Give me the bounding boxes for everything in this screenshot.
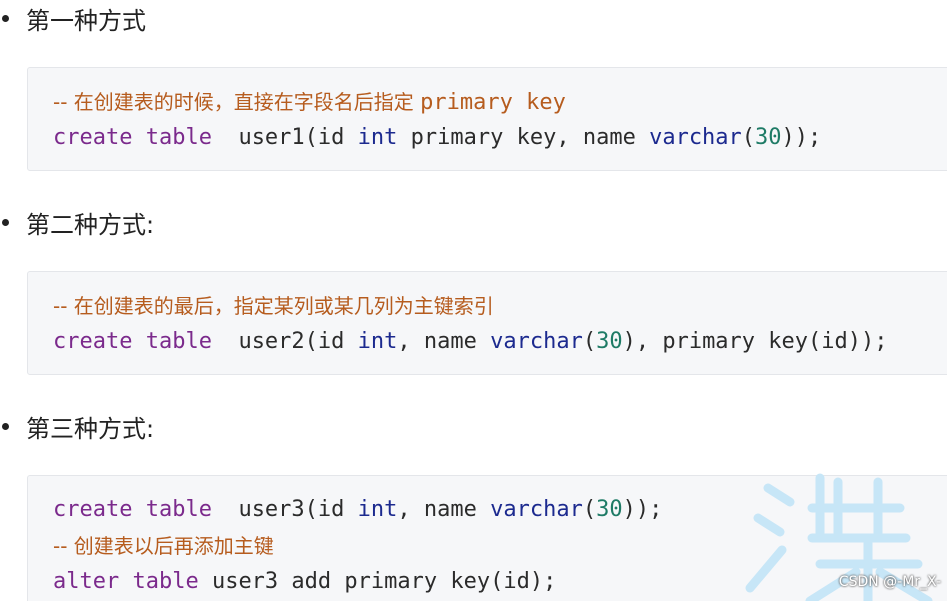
heading-text: 第三种方式: [26,414,155,443]
bullet-icon [2,14,9,22]
code-block-2: -- 在创建表的最后，指定某列或某几列为主键索引 create table us… [27,271,947,375]
code-comment: -- 在创建表的时候，直接在字段名后指定 primary key [53,90,566,115]
code-block-3: create table user3(id int, name varchar(… [27,475,947,601]
heading-text: 第一种方式 [26,6,146,35]
code-comment: -- 在创建表的最后，指定某列或某几列为主键索引 [53,294,494,318]
section-heading-3: 第三种方式: [0,409,154,443]
watermark-logo [745,473,933,601]
heading-text: 第二种方式: [26,210,155,239]
code-comment: -- 创建表以后再添加主键 [53,534,274,558]
bullet-icon [2,422,9,430]
bullet-icon [2,218,9,226]
code-line: create table user2(id int, name varchar(… [53,329,888,354]
code-line: create table user3(id int, name varchar(… [53,497,663,522]
code-line: alter table user3 add primary key(id); [53,569,557,594]
code-block-1: -- 在创建表的时候，直接在字段名后指定 primary key create … [27,67,947,171]
section-heading-2: 第二种方式: [0,205,154,239]
code-line: create table user1(id int primary key, n… [53,125,822,150]
credit-watermark: CSDN @-Mr_X- [838,574,941,590]
section-heading-1: 第一种方式 [0,1,146,35]
